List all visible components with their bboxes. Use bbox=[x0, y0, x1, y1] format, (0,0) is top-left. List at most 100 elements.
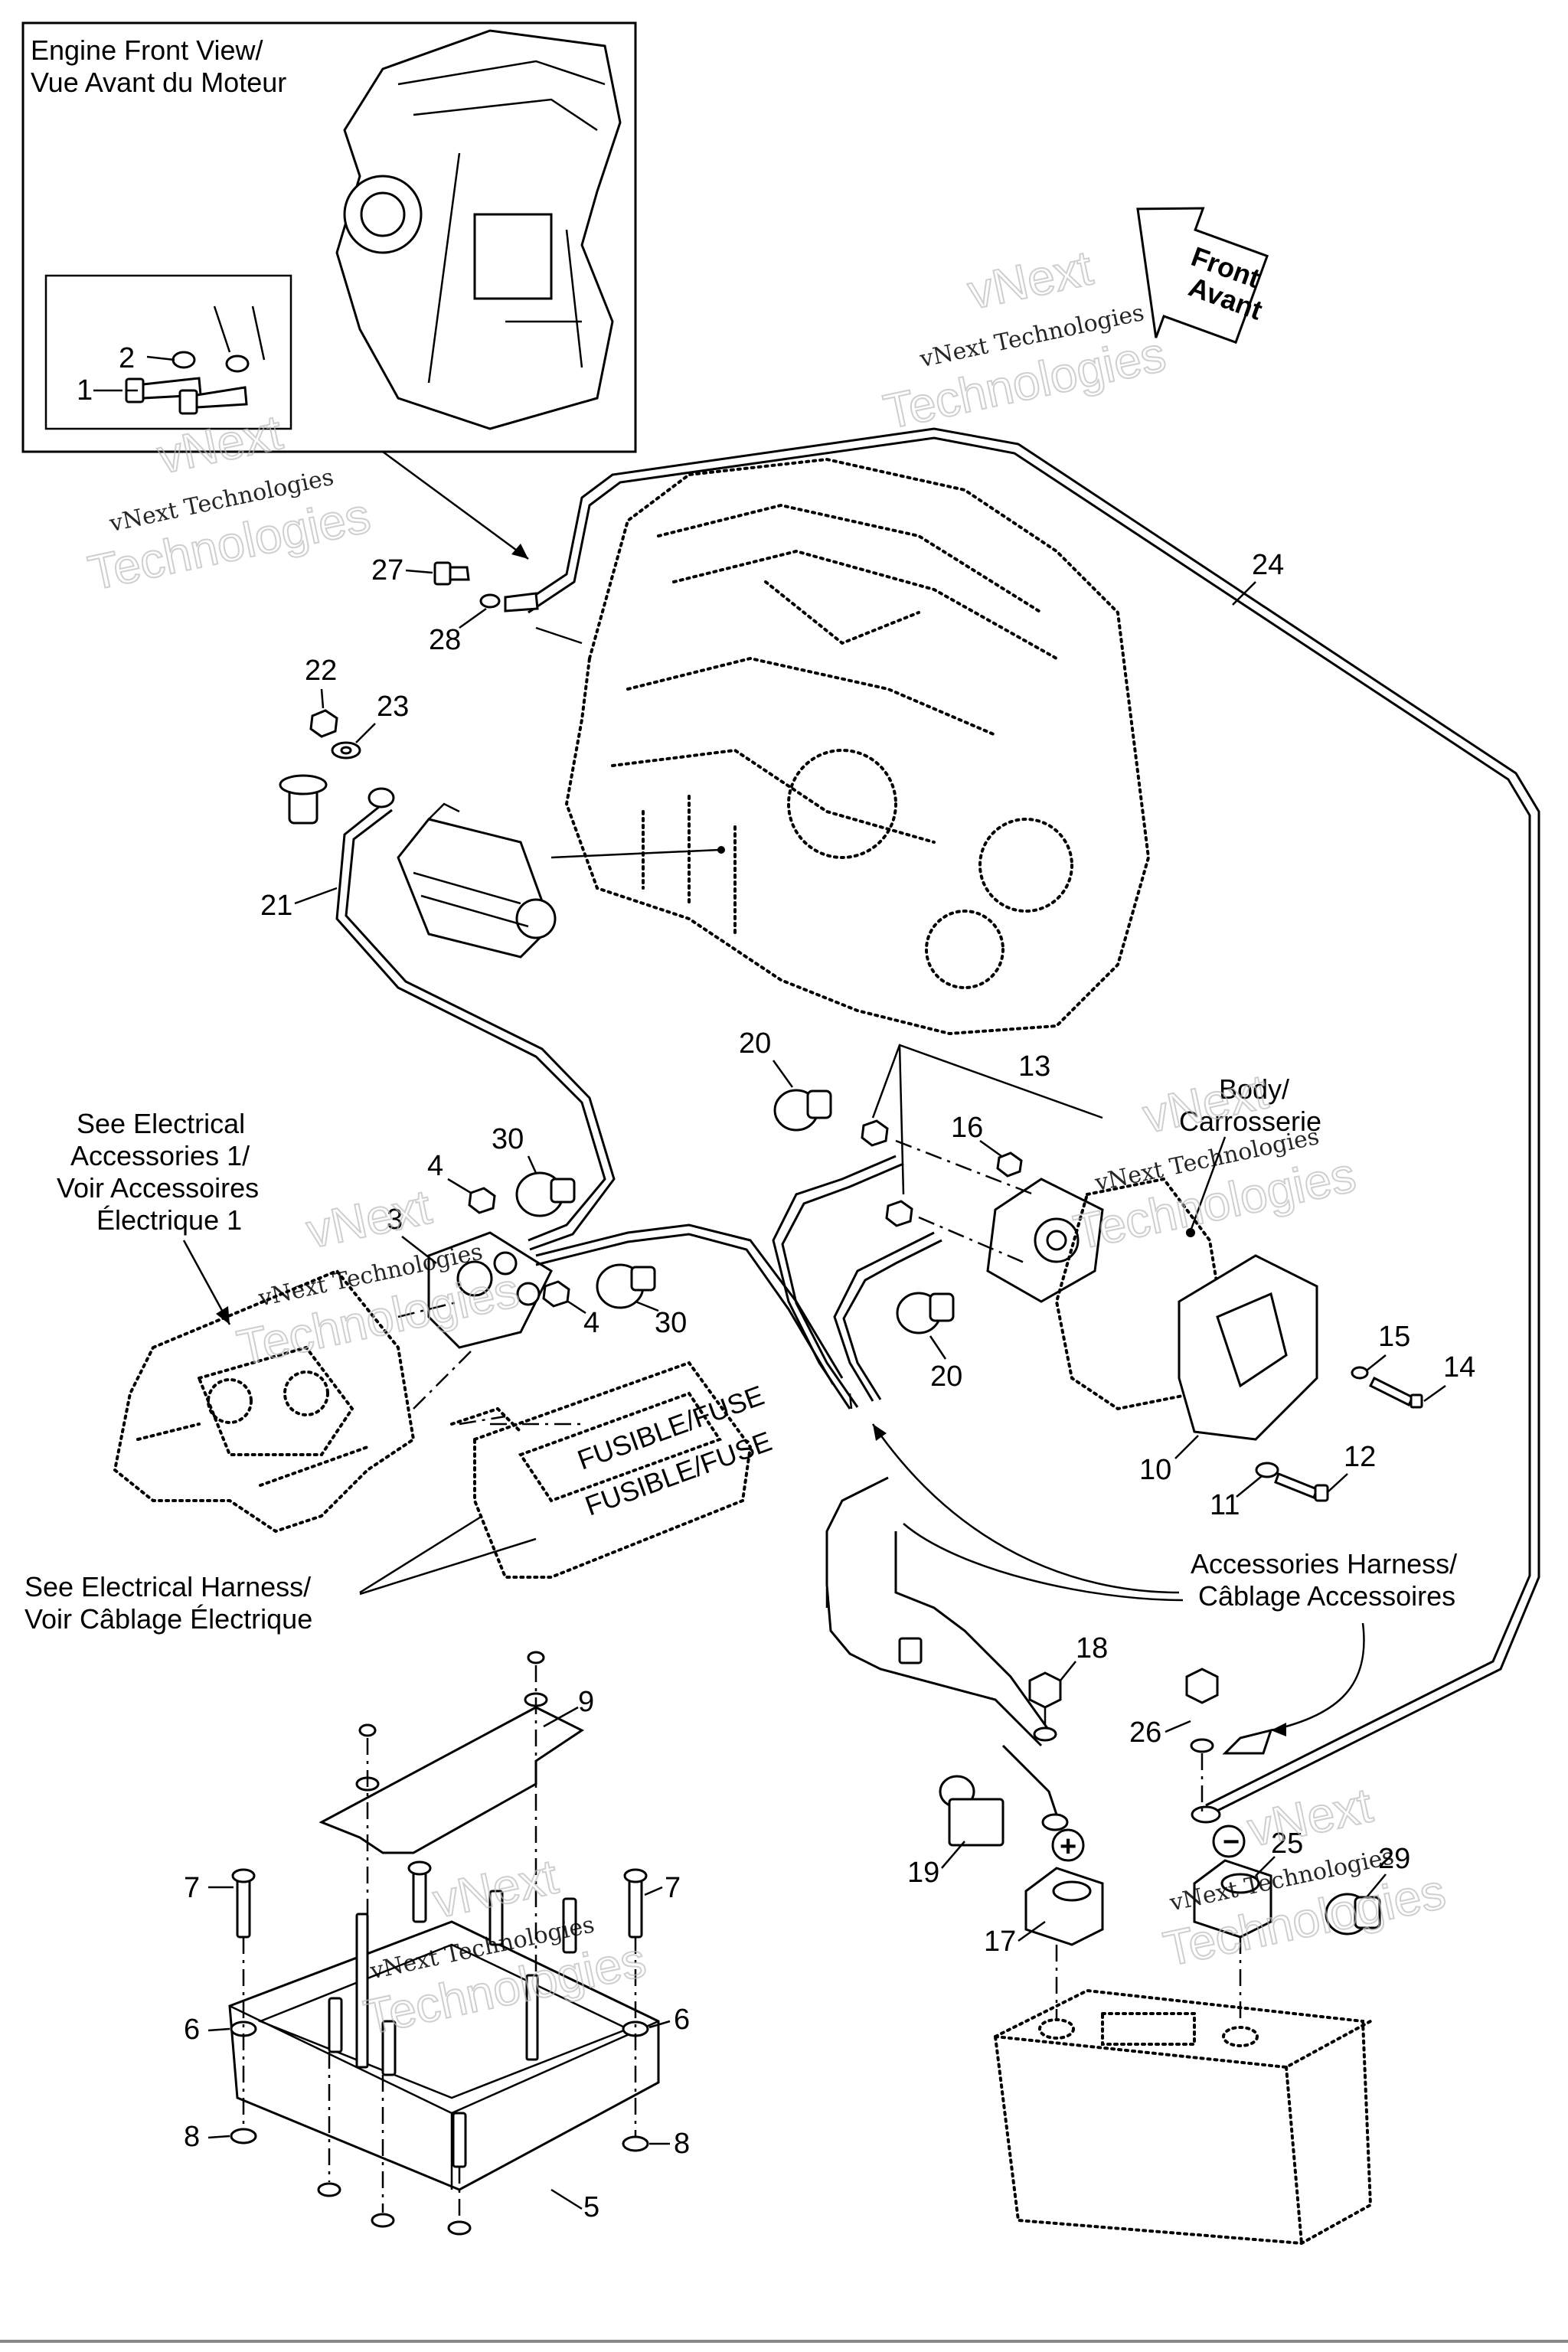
bolt-12 bbox=[1274, 1472, 1329, 1502]
label-part-19: 19 bbox=[907, 1857, 939, 1889]
callout-acc-harness-line2: Câblage Accessoires bbox=[1198, 1580, 1455, 1612]
bolts-7 bbox=[231, 1860, 648, 2168]
inset-engine-drawing bbox=[335, 29, 622, 430]
label-part-22: 22 bbox=[305, 655, 337, 687]
label-part-2: 2 bbox=[119, 342, 135, 374]
watermark-top-2: vNext bbox=[963, 240, 1097, 319]
fuse-dashed-line bbox=[459, 1415, 506, 1426]
harness-cable-13a-inner bbox=[781, 1162, 904, 1408]
cable-24-inner bbox=[528, 436, 1531, 1807]
inset-detail-box bbox=[44, 274, 292, 430]
inset-title-line1: Engine Front View/ bbox=[31, 34, 263, 66]
label-part-14: 14 bbox=[1443, 1351, 1475, 1383]
boot-20-upper bbox=[773, 1089, 832, 1132]
callout-harness-line1: See Electrical Harness/ bbox=[24, 1571, 311, 1602]
starter-motor bbox=[397, 802, 557, 959]
nut-16 bbox=[996, 1152, 1023, 1178]
label-part-21: 21 bbox=[260, 890, 292, 922]
label-part-26: 26 bbox=[1129, 1717, 1161, 1749]
bracket-dashed-line-2 bbox=[413, 1347, 475, 1410]
label-part-17: 17 bbox=[984, 1926, 1016, 1958]
acc-harness-wire-left bbox=[825, 1476, 889, 1585]
boot-29 bbox=[1325, 1893, 1381, 1936]
label-part-5: 5 bbox=[583, 2191, 599, 2223]
washer-11 bbox=[1255, 1462, 1279, 1478]
callout-elec-acc-line4: Électrique 1 bbox=[96, 1204, 242, 1236]
positive-lug bbox=[1041, 1813, 1069, 1831]
solenoid-cable-inner bbox=[535, 1233, 835, 1385]
watermark-top-6: vNext bbox=[1243, 1777, 1377, 1857]
label-part-28: 28 bbox=[429, 624, 461, 656]
inset-bolts bbox=[125, 305, 266, 415]
harness-leader-2 bbox=[359, 1537, 537, 1596]
acc-harness-arrow-3 bbox=[1271, 1723, 1286, 1736]
acc-harness-arrow-1 bbox=[873, 1424, 887, 1441]
harness-cable-13b-inner bbox=[842, 1239, 942, 1400]
mounting-plate-10 bbox=[1178, 1254, 1318, 1441]
acc-harness-leader-2 bbox=[903, 1523, 1184, 1602]
fuse-holder-19-connector bbox=[898, 1637, 923, 1664]
callout-harness-line2: Voir Câblage Électrique bbox=[24, 1603, 312, 1635]
acc-harness-leader-3 bbox=[1270, 1622, 1365, 1732]
label-part-3: 3 bbox=[387, 1204, 403, 1236]
boot-30-lower bbox=[596, 1263, 656, 1309]
callout-elec-acc-line1: See Electrical bbox=[77, 1108, 245, 1139]
acc-harness-leader-1 bbox=[871, 1423, 1180, 1594]
solenoid-cable bbox=[535, 1223, 844, 1379]
dash-13-solenoid bbox=[918, 1216, 1027, 1265]
inset-leader-line bbox=[382, 450, 529, 560]
nut-4-lower bbox=[542, 1280, 570, 1308]
acc-harness-wire-2 bbox=[894, 1531, 1050, 1731]
cable-21-eyelet bbox=[368, 787, 395, 808]
washer-23 bbox=[331, 741, 361, 760]
label-part-30-upper: 30 bbox=[492, 1123, 524, 1155]
label-part-30-lower: 30 bbox=[655, 1307, 687, 1339]
nut-13b bbox=[885, 1200, 913, 1227]
bracket-dashed-line bbox=[397, 1300, 460, 1318]
label-part-16: 16 bbox=[951, 1112, 983, 1144]
callout-elec-acc-line2: Accessories 1/ bbox=[70, 1140, 250, 1171]
cable-24 bbox=[520, 427, 1540, 1816]
body-leader bbox=[1190, 1136, 1227, 1230]
label-part-9: 9 bbox=[578, 1686, 594, 1718]
engine-dotted-outline bbox=[564, 457, 1151, 1036]
dash-13-16 bbox=[895, 1139, 1034, 1196]
harness-end-tick bbox=[848, 1393, 853, 1410]
harness-leader-1 bbox=[359, 1514, 483, 1594]
nut-22 bbox=[309, 709, 338, 738]
label-part-10: 10 bbox=[1139, 1454, 1171, 1486]
nut-4-upper bbox=[468, 1187, 496, 1214]
boot-21 bbox=[279, 774, 328, 825]
starter-solenoid bbox=[427, 1231, 553, 1349]
label-part-15: 15 bbox=[1378, 1321, 1410, 1353]
label-part-4-lower: 4 bbox=[583, 1307, 599, 1339]
leader-13 bbox=[871, 1044, 1103, 1119]
label-part-6-left: 6 bbox=[184, 2014, 200, 2046]
callout-body-line1: Body/ bbox=[1219, 1073, 1289, 1105]
clamp-17-positive: + bbox=[1024, 1828, 1104, 1946]
starter-leader-dot bbox=[717, 846, 725, 854]
ground-lug-24 bbox=[1191, 1805, 1221, 1824]
nut-13a bbox=[861, 1119, 889, 1147]
clamp-25-negative: − bbox=[1193, 1824, 1272, 1939]
inset-leader-arrowhead bbox=[511, 544, 528, 559]
label-part-23: 23 bbox=[377, 691, 409, 723]
cable-21 bbox=[335, 802, 606, 1242]
label-part-18: 18 bbox=[1076, 1632, 1108, 1664]
watermark-top-5: vNext bbox=[429, 1848, 563, 1928]
leader-13-b bbox=[898, 1044, 905, 1195]
boot-20-lower bbox=[896, 1292, 955, 1334]
acc-harness-wire-main bbox=[825, 1584, 1043, 1747]
label-part-12: 12 bbox=[1344, 1441, 1376, 1473]
label-part-4-upper: 4 bbox=[427, 1150, 443, 1182]
nut-18 bbox=[1028, 1671, 1062, 1742]
bolt-14 bbox=[1368, 1376, 1423, 1409]
starter-leader-to-engine bbox=[550, 848, 720, 859]
starter-solenoid-body-mount bbox=[986, 1178, 1104, 1303]
callout-body-line2: Carrosserie bbox=[1179, 1106, 1321, 1137]
harness-cable-13a bbox=[772, 1155, 897, 1410]
label-part-20-lower: 20 bbox=[930, 1361, 962, 1393]
label-part-8-right: 8 bbox=[674, 2128, 690, 2160]
bolt-27 bbox=[433, 561, 539, 612]
